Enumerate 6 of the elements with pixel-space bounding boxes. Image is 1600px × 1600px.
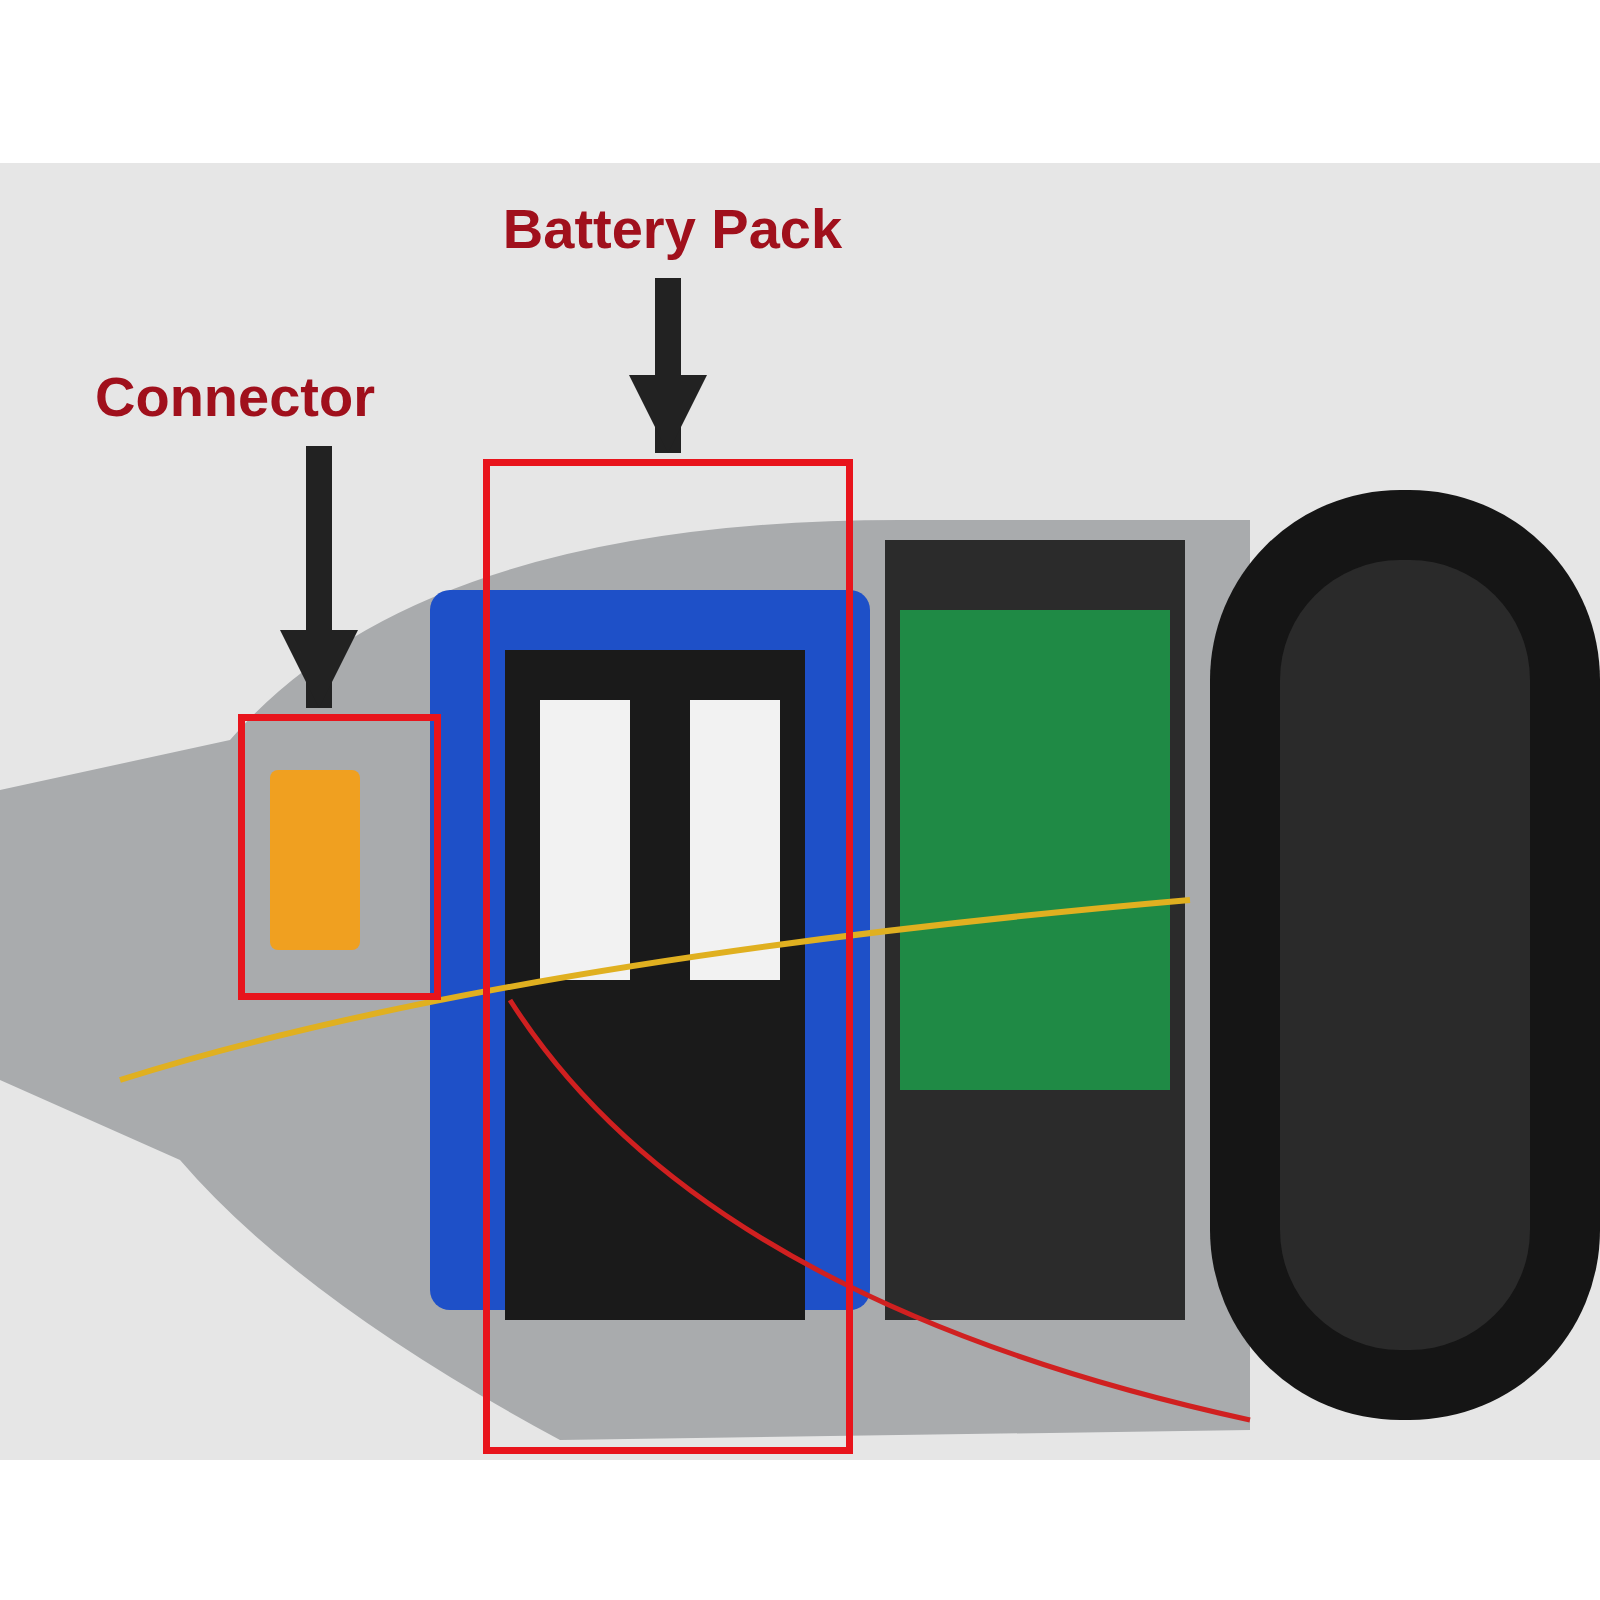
callout-label: Battery Pack [475,194,870,264]
callout-label: Connector [70,362,400,432]
highlight-frame [483,459,853,1454]
arrow [629,278,707,453]
arrow [280,446,358,708]
highlight-frame [238,714,441,1000]
